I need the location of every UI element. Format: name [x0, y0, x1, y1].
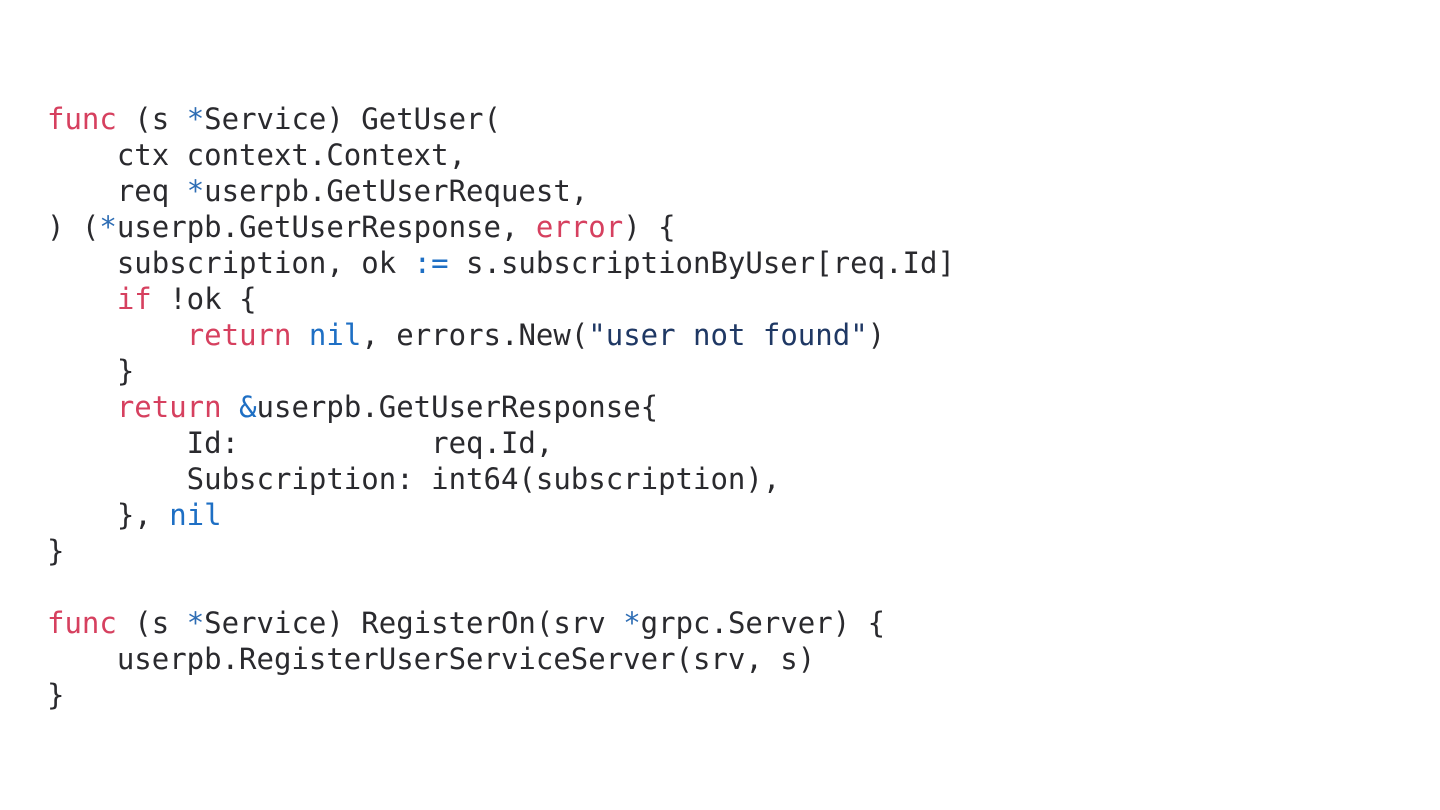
- code-token-plain: userpb.GetUserResponse,: [116, 210, 536, 244]
- code-token-constant: nil: [169, 498, 222, 532]
- code-token-keyword: return: [186, 318, 292, 352]
- code-token-keyword: func: [47, 606, 117, 640]
- code-token-plain: ): [867, 318, 886, 352]
- code-line: return &userpb.GetUserResponse{: [47, 389, 955, 425]
- code-token-plain: userpb.RegisterUserServiceServer(srv, s): [47, 642, 816, 676]
- code-line: }: [47, 353, 955, 389]
- code-token-pointer: *: [623, 606, 641, 640]
- code-token-plain: [47, 282, 117, 316]
- code-line: if !ok {: [47, 281, 955, 317]
- code-token-pointer: *: [186, 102, 205, 136]
- code-token-operator: &: [239, 390, 257, 424]
- code-token-plain: [291, 318, 308, 352]
- code-token-constant: nil: [308, 318, 362, 352]
- code-line: }: [47, 677, 955, 713]
- code-token-plain: userpb.GetUserRequest,: [204, 174, 589, 208]
- code-token-plain: grpc.Server) {: [640, 606, 886, 640]
- code-token-plain: [47, 390, 117, 424]
- code-token-plain: }: [47, 534, 65, 568]
- code-token-keyword: return: [116, 390, 222, 424]
- code-line: Subscription: int64(subscription),: [47, 461, 955, 497]
- code-token-pointer: *: [186, 606, 205, 640]
- code-line: req *userpb.GetUserRequest,: [47, 173, 955, 209]
- code-token-plain: (s: [116, 606, 187, 640]
- code-token-pointer: *: [186, 174, 205, 208]
- code-token-plain: !ok {: [151, 282, 257, 316]
- code-token-plain: userpb.GetUserResponse{: [256, 390, 659, 424]
- code-token-plain: ) {: [623, 210, 676, 244]
- code-token-plain: s.subscriptionByUser[req.Id]: [448, 246, 955, 280]
- code-token-string: "user not found": [588, 318, 868, 352]
- code-token-keyword: func: [47, 102, 117, 136]
- code-token-plain: Subscription: int64(subscription),: [47, 462, 781, 496]
- code-line: ) (*userpb.GetUserResponse, error) {: [47, 209, 955, 245]
- code-line: Id: req.Id,: [47, 425, 955, 461]
- code-line: func (s *Service) RegisterOn(srv *grpc.S…: [47, 605, 955, 641]
- code-token-keyword: if: [116, 282, 152, 316]
- code-token-plain: }: [47, 678, 65, 712]
- code-token-plain: [222, 390, 239, 424]
- code-token-plain: (s: [116, 102, 187, 136]
- code-line: subscription, ok := s.subscriptionByUser…: [47, 245, 955, 281]
- code-token-pointer: *: [99, 210, 117, 244]
- code-token-plain: Service) RegisterOn(srv: [204, 606, 624, 640]
- code-block[interactable]: func (s *Service) GetUser( ctx context.C…: [47, 101, 955, 713]
- code-token-plain: Service) GetUser(: [204, 102, 501, 136]
- code-token-plain: },: [47, 498, 170, 532]
- code-line: userpb.RegisterUserServiceServer(srv, s): [47, 641, 955, 677]
- code-line: ctx context.Context,: [47, 137, 955, 173]
- code-token-plain: req: [47, 174, 187, 208]
- code-token-plain: Id: req.Id,: [47, 426, 554, 460]
- code-line: return nil, errors.New("user not found"): [47, 317, 955, 353]
- code-token-plain: ctx context.Context,: [47, 138, 467, 172]
- code-line: }, nil: [47, 497, 955, 533]
- code-line: func (s *Service) GetUser(: [47, 101, 955, 137]
- code-token-plain: }: [47, 354, 135, 388]
- code-token-plain: [47, 318, 187, 352]
- code-token-plain: ) (: [47, 210, 100, 244]
- code-token-plain: subscription, ok: [47, 246, 414, 280]
- code-token-plain: , errors.New(: [361, 318, 589, 352]
- code-line: }: [47, 533, 955, 569]
- code-token-type: error: [535, 210, 624, 244]
- code-token-operator: :=: [413, 246, 449, 280]
- code-line: ​: [47, 569, 955, 605]
